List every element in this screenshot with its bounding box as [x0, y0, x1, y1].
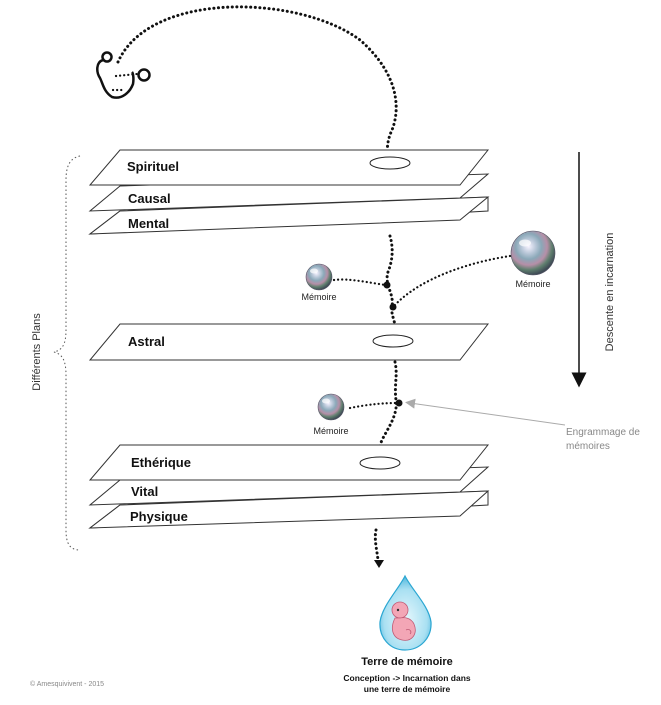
svg-text:Spirituel: Spirituel	[127, 159, 179, 174]
portal-spirituel	[369, 156, 411, 170]
memory-bubble-large: Mémoire	[510, 230, 556, 289]
descent-path-top	[116, 5, 398, 164]
bottom-subtitle-1: Conception -> Incarnation dans	[343, 673, 471, 683]
plane-spirituel: Spirituel	[88, 149, 490, 186]
svg-text:Mental: Mental	[128, 216, 169, 231]
memory-bubble-lower: Mémoire	[313, 393, 349, 436]
memory-branch-right	[392, 254, 512, 308]
planes-brace-label: Différents Plans	[31, 313, 43, 391]
descent-path-middle	[385, 234, 394, 288]
svg-text:Mémoire: Mémoire	[313, 426, 348, 436]
plane-mental: Mental	[88, 196, 490, 235]
memory-branch-left	[332, 278, 388, 287]
plane-astral: Astral	[88, 323, 490, 361]
final-arrowhead	[374, 560, 384, 568]
svg-text:Mémoire: Mémoire	[301, 292, 336, 302]
water-drop-icon	[379, 574, 432, 651]
engram-label-2: mémoires	[566, 441, 610, 452]
memory-bubble-small: Mémoire	[301, 263, 337, 302]
svg-text:Mémoire: Mémoire	[515, 279, 550, 289]
plane-etherique: Ethérique	[88, 444, 490, 481]
svg-text:Physique: Physique	[130, 509, 188, 524]
bottom-title: Terre de mémoire	[361, 656, 453, 668]
svg-text:Ethérique: Ethérique	[131, 455, 191, 470]
junction-1	[383, 281, 391, 289]
bottom-subtitle-2: une terre de mémoire	[364, 684, 451, 694]
credit: © Amesquivivent - 2015	[30, 680, 104, 688]
portal-etherique	[359, 456, 401, 470]
engram-label: Engrammage de	[566, 427, 640, 438]
svg-text:Causal: Causal	[128, 191, 171, 206]
descent-label: Descente en incarnation	[604, 233, 616, 352]
planes-brace	[53, 155, 81, 551]
junction-3	[395, 399, 403, 407]
portal-astral	[372, 334, 414, 348]
svg-text:Astral: Astral	[128, 334, 165, 349]
memory-branch-lower	[348, 401, 400, 410]
descent-path-final	[373, 528, 380, 562]
junction-2	[389, 303, 397, 311]
descent-path-lower	[377, 360, 398, 462]
embryo-icon	[391, 601, 416, 641]
engram-pointer	[405, 398, 566, 426]
soul-icon	[96, 51, 151, 99]
svg-text:Vital: Vital	[131, 484, 158, 499]
